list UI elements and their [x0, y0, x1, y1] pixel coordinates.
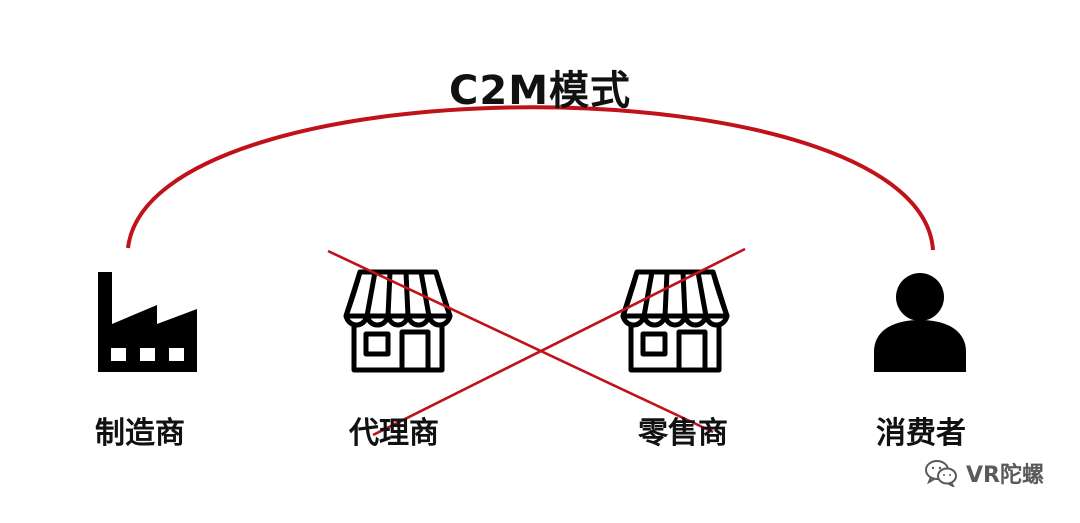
- factory-icon: [98, 272, 197, 372]
- wechat-icon: [925, 460, 958, 487]
- node-label-retailer: 零售商: [638, 416, 728, 451]
- storefront-icon: [620, 269, 730, 373]
- diagram-title: C2M模式: [449, 68, 631, 114]
- watermark: VR陀螺: [924, 457, 1044, 489]
- node-label-manufacturer: 制造商: [95, 416, 185, 451]
- node-label-consumer: 消费者: [876, 416, 966, 451]
- node-label-agent: 代理商: [349, 416, 439, 451]
- cross-out-icon: [327, 247, 746, 437]
- person-icon: [874, 273, 966, 372]
- storefront-icon: [343, 269, 453, 373]
- link-arc: [126, 105, 935, 251]
- watermark-text: VR陀螺: [966, 463, 1044, 488]
